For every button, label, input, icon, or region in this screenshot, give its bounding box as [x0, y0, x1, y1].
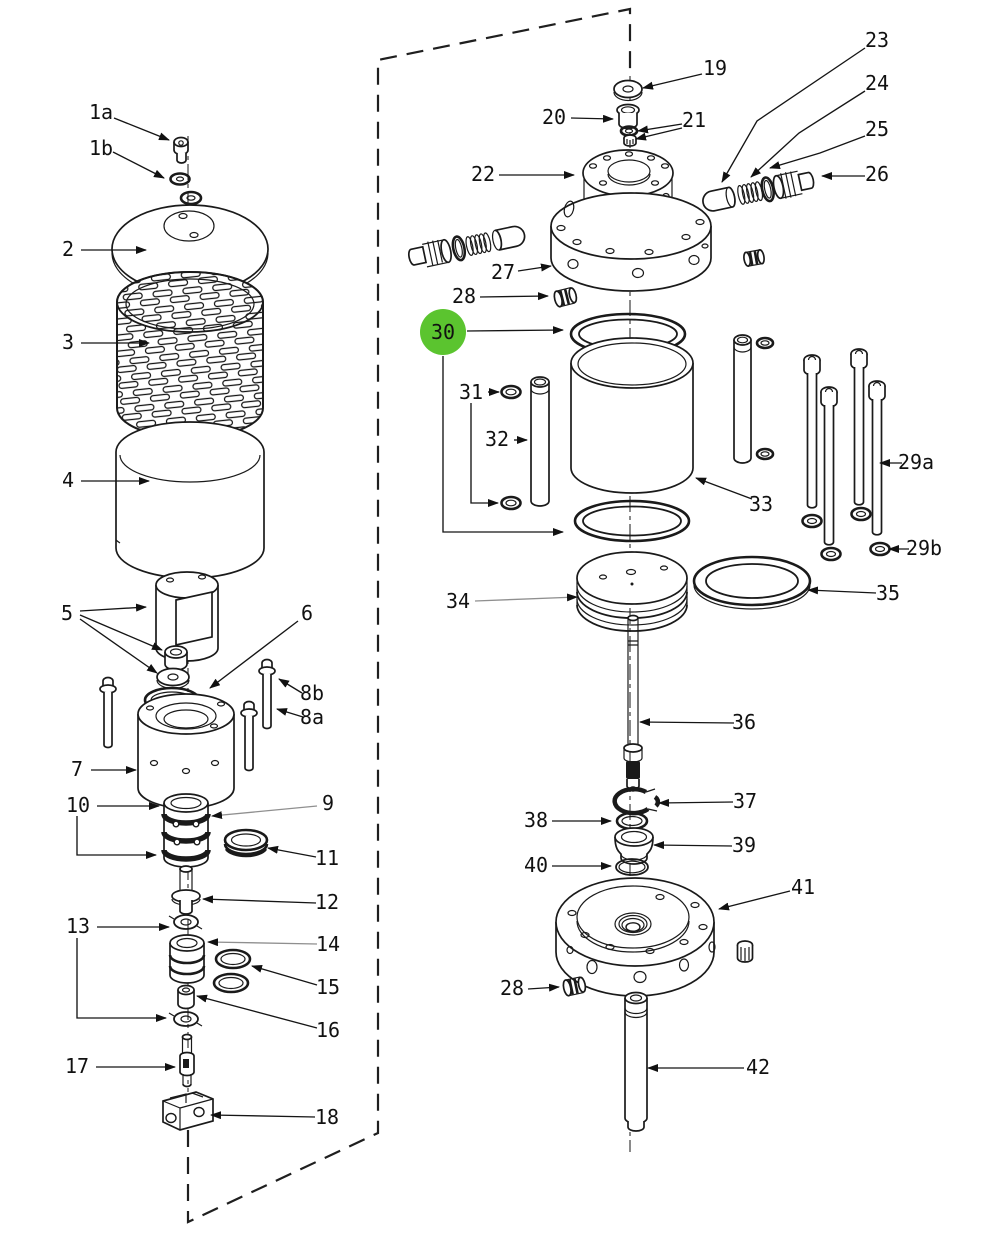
part-8-studs	[99, 658, 276, 772]
part-35-seal-ring	[692, 555, 812, 610]
callout-13: 13	[66, 914, 90, 938]
callout-7: 7	[71, 757, 83, 781]
callout-9: 9	[322, 791, 334, 815]
part-32-rod	[530, 376, 550, 507]
part-42-cylinder-tube	[624, 991, 648, 1132]
callout-20: 20	[542, 105, 566, 129]
part-17-pin	[179, 1033, 195, 1088]
leader-lines	[76, 47, 909, 1120]
part-9-10-spool	[161, 793, 211, 868]
part-22-top-flange	[582, 149, 674, 207]
callout-27: 27	[491, 260, 515, 284]
part-32-rod-right	[733, 334, 775, 464]
callout-12: 12	[315, 890, 339, 914]
part-plug-27-side	[743, 249, 765, 267]
part-16-spacer	[177, 984, 195, 1010]
callout-17: 17	[65, 1054, 89, 1078]
callout-2: 2	[62, 237, 74, 261]
part-5-bushing	[164, 645, 188, 671]
callout-36: 36	[732, 710, 756, 734]
callout-18: 18	[315, 1105, 339, 1129]
highlight-part-30[interactable]: 30	[420, 309, 466, 355]
part-11-ring-set	[223, 828, 269, 858]
part-21-seal-set	[619, 125, 639, 147]
callout-32: 32	[485, 427, 509, 451]
part-4-sleeve	[115, 421, 265, 579]
callout-22: 22	[471, 162, 495, 186]
part-23-26-valve-set-right	[702, 170, 815, 212]
part-2-top-cover	[111, 204, 269, 298]
callout-37: 37	[733, 789, 757, 813]
callout-29b: 29b	[906, 536, 942, 560]
part-31-o-rings	[500, 384, 522, 511]
part-36-piston-rod	[623, 614, 643, 792]
callout-19: 19	[703, 56, 727, 80]
left-assembly	[99, 136, 276, 1131]
callout-42: 42	[746, 1055, 770, 1079]
callout-labels: 1a 1b 2 3 4 5 6 7 8b 8a 10 9 11 12 13 14…	[61, 28, 942, 1129]
part-5-valve-block	[155, 571, 219, 662]
callout-1b: 1b	[89, 136, 113, 160]
part-27-main-flange	[550, 192, 712, 292]
callout-35: 35	[876, 581, 900, 605]
part-13-lock-washers	[168, 914, 203, 1027]
callout-11: 11	[315, 846, 339, 870]
part-14-seal-spool	[168, 934, 206, 984]
part-5-washer	[156, 667, 190, 690]
part-1a-screw	[173, 136, 189, 164]
callout-30[interactable]: 30	[431, 320, 455, 344]
callout-8a: 8a	[300, 705, 324, 729]
part-12-shaft	[171, 865, 201, 915]
part-15-o-rings	[212, 948, 252, 994]
part-29a-bolts	[803, 348, 886, 546]
part-20-bushing	[616, 103, 640, 130]
callout-40: 40	[524, 853, 548, 877]
right-assembly	[407, 79, 891, 1132]
callout-39: 39	[732, 833, 756, 857]
callout-28: 28	[452, 284, 476, 308]
callout-41: 41	[791, 875, 815, 899]
callout-29a: 29a	[898, 450, 934, 474]
part-23-26-valve-set-left	[407, 225, 526, 268]
callout-3: 3	[62, 330, 74, 354]
part-18-clamp-block	[162, 1091, 214, 1131]
callout-31: 31	[459, 380, 483, 404]
part-40-o-ring	[615, 858, 649, 876]
callout-8b: 8b	[300, 681, 324, 705]
callout-23: 23	[865, 28, 889, 52]
part-41-bottom-flange	[555, 877, 716, 997]
callout-26: 26	[865, 162, 889, 186]
part-3-filter-screen	[116, 271, 264, 439]
callout-21: 21	[682, 108, 706, 132]
callout-34: 34	[446, 589, 470, 613]
callout-24: 24	[865, 71, 889, 95]
part-1b-washers	[169, 172, 203, 206]
callout-1a: 1a	[89, 100, 113, 124]
part-28-plug-upper	[553, 286, 578, 308]
callout-6: 6	[301, 601, 313, 625]
part-30-o-ring-bottom	[573, 499, 691, 543]
callout-16: 16	[316, 1018, 340, 1042]
callout-28b: 28	[500, 976, 524, 1000]
part-28-plug-lower	[562, 976, 587, 997]
callout-4: 4	[62, 468, 74, 492]
part-39-gland	[614, 827, 654, 865]
part-19-washer	[613, 79, 643, 102]
callout-5: 5	[61, 601, 73, 625]
callout-25: 25	[865, 117, 889, 141]
boundary-dashed-line	[186, 7, 632, 1224]
callout-10: 10	[66, 793, 90, 817]
callout-38: 38	[524, 808, 548, 832]
part-7-housing	[137, 693, 235, 809]
part-33-cylinder	[570, 337, 694, 494]
highlight-circle[interactable]	[420, 309, 466, 355]
callout-14: 14	[316, 932, 340, 956]
callout-33: 33	[749, 492, 773, 516]
part-34-piston	[576, 551, 688, 632]
part-plug-41-side	[736, 940, 754, 963]
callout-15: 15	[316, 975, 340, 999]
